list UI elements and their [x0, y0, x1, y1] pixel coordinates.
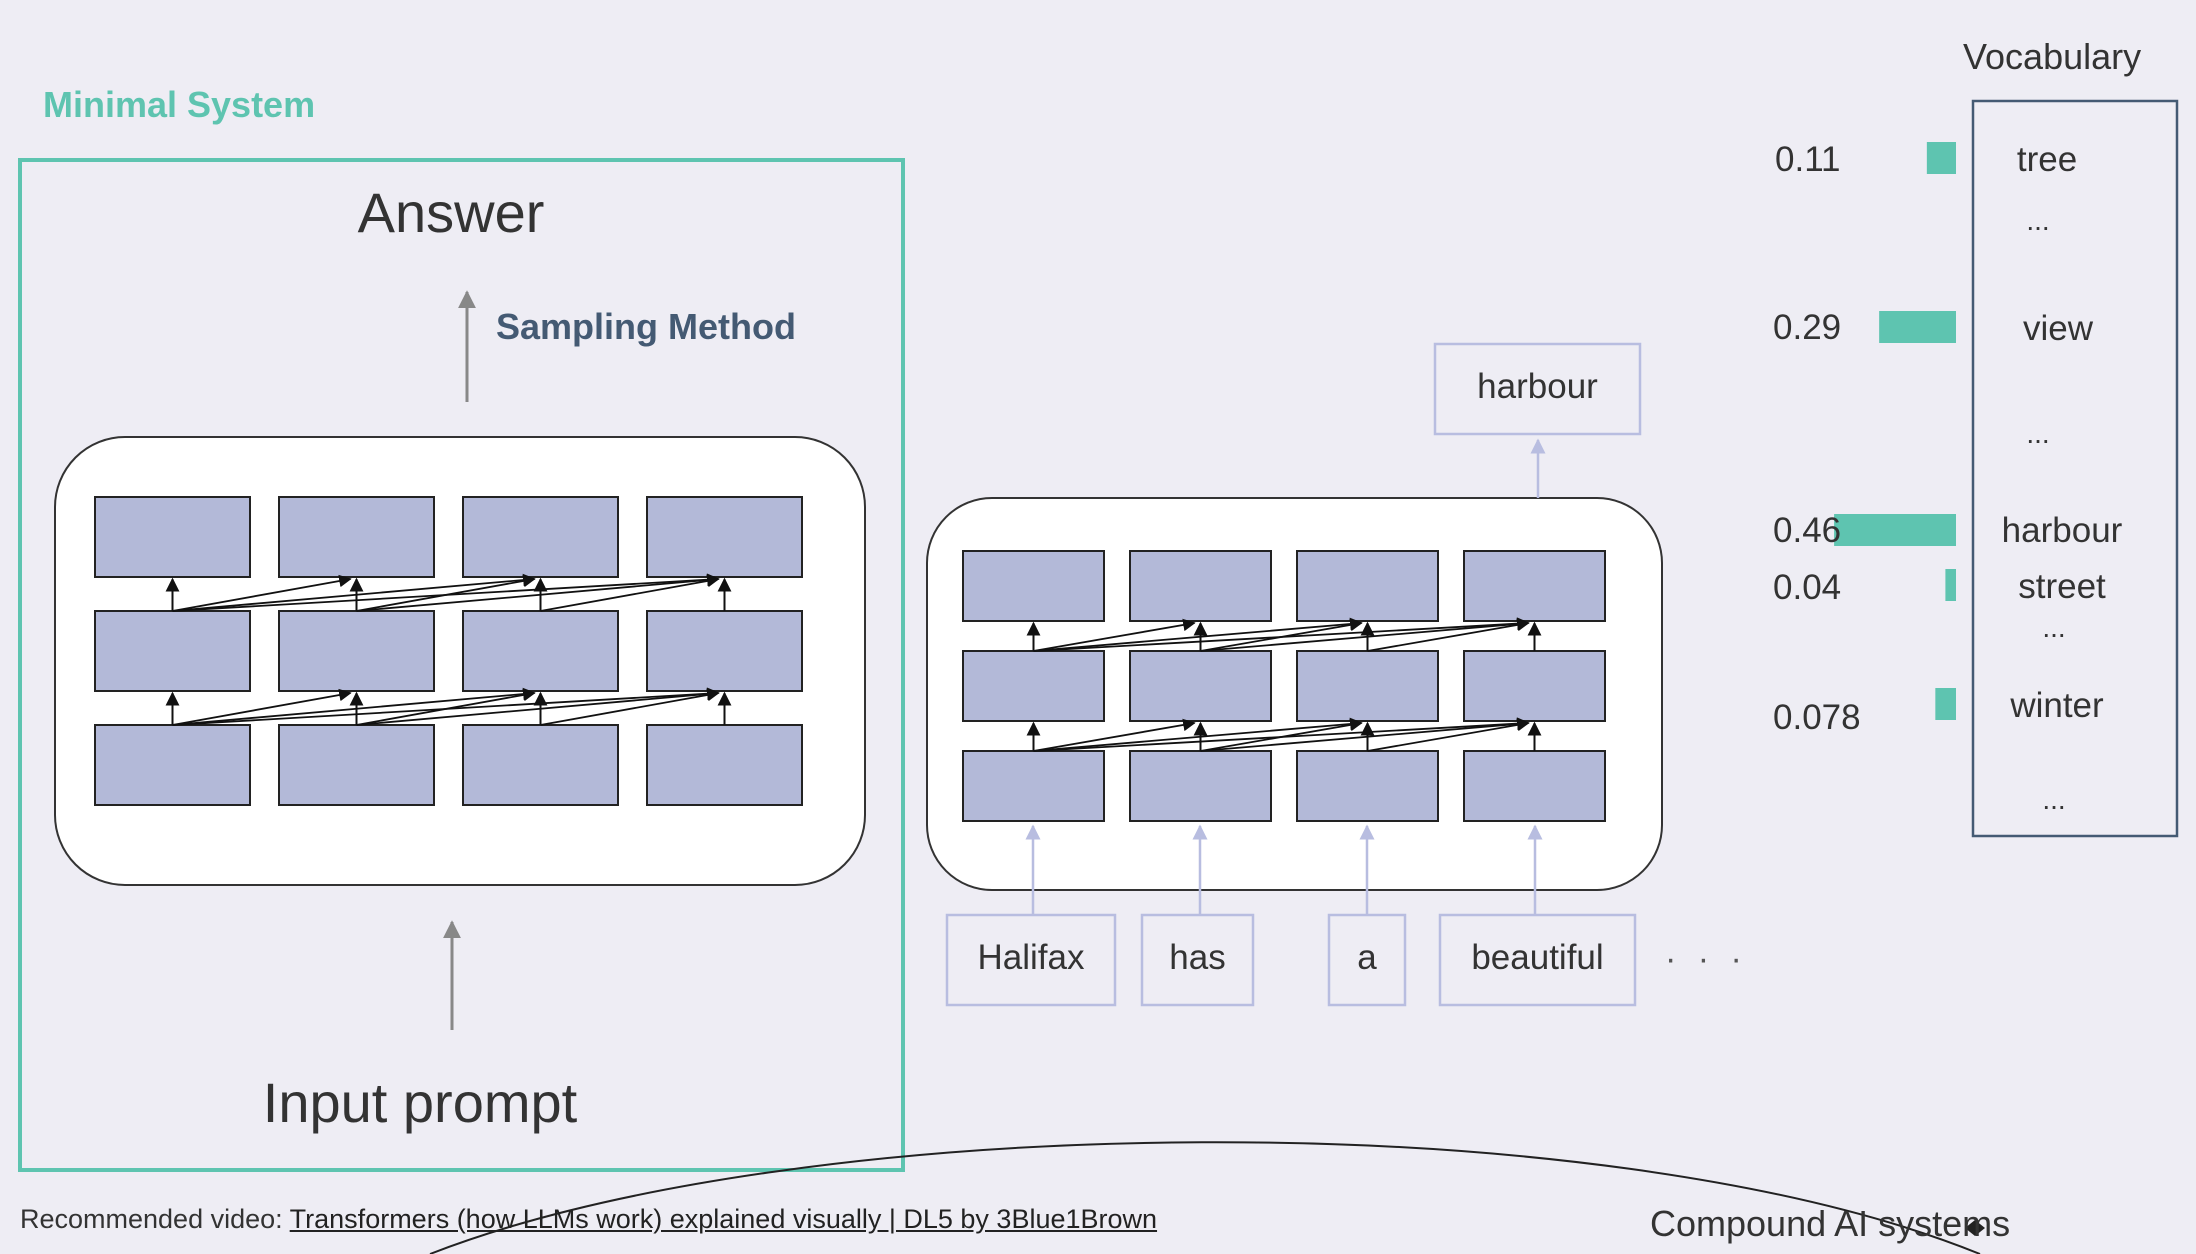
probability-tree: 0.11 [1775, 140, 1841, 179]
compound-ai-label: Compound AI systems [1650, 1203, 2011, 1244]
probability-bar-view [1879, 311, 1956, 343]
small-attention-arrow [1033, 617, 1363, 652]
large-block-r1-c4 [646, 496, 803, 578]
input-token-box-4 [1438, 913, 1637, 1007]
vocab-word-winter: winter [2010, 686, 2104, 725]
small-attention-arrow [1033, 617, 1530, 652]
probability-bar-harbour [1834, 514, 1956, 546]
small-block-r1-c4 [1463, 550, 1606, 622]
transformer-blocks-small [962, 550, 1606, 822]
video-link[interactable]: Transformers (how LLMs work) explained v… [289, 1204, 1158, 1234]
probability-bar-winter [1935, 688, 1956, 720]
vocab-word-street: street [2018, 567, 2106, 606]
small-block-r2-c4 [1463, 650, 1606, 722]
large-attention-arrow [356, 687, 720, 726]
vocab-word-tree: tree [2016, 140, 2078, 179]
small-block-r3-c3 [1296, 750, 1439, 822]
probability-street: 0.04 [1773, 568, 1842, 607]
small-block-r3-c1 [962, 750, 1105, 822]
vocab-ellipsis-1: ... [2026, 205, 2050, 236]
small-attention-arrow [1367, 718, 1530, 752]
input-prompt-label: Input prompt [262, 1071, 578, 1134]
probability-bars [1834, 142, 1956, 720]
small-attention-arrow [1200, 717, 1530, 752]
large-block-r2-c3 [462, 610, 619, 692]
large-block-r2-c4 [646, 610, 803, 692]
large-attention-arrow [172, 688, 352, 726]
vocabulary-box [1971, 99, 2179, 838]
small-block-r3-c4 [1463, 750, 1606, 822]
input-token-box-2 [1140, 913, 1255, 1007]
sampling-method-label: Sampling Method [496, 306, 796, 347]
small-attention-arrow [1367, 618, 1530, 652]
large-block-r1-c2 [278, 496, 435, 578]
vocabulary-title: Vocabulary [1963, 36, 2142, 77]
large-attention-arrow [356, 573, 720, 612]
large-attention-arrow [172, 687, 720, 726]
vocab-ellipsis-4: ... [2042, 784, 2066, 815]
transformer-blocks-large [94, 496, 803, 806]
attention-arrows-large [165, 573, 732, 726]
large-attention-arrow [172, 573, 536, 612]
continuation-ellipsis: · · · [1665, 940, 1748, 978]
compound-arc-marker [1965, 1220, 1985, 1236]
attention-arrows-small [1026, 617, 1542, 752]
probability-winter: 0.078 [1773, 698, 1861, 737]
large-block-r3-c4 [646, 724, 803, 806]
input-token-a: a [1357, 938, 1377, 977]
input-token-beautiful: beautiful [1471, 938, 1604, 977]
small-block-r1-c1 [962, 550, 1105, 622]
large-block-r3-c2 [278, 724, 435, 806]
small-block-r3-c2 [1129, 750, 1272, 822]
answer-label: Answer [357, 181, 545, 244]
vocab-ellipsis-3: ... [2042, 612, 2066, 643]
large-block-r2-c1 [94, 610, 251, 692]
small-attention-arrow [1033, 717, 1530, 752]
probability-bar-tree [1926, 142, 1956, 174]
small-attention-arrow [1033, 718, 1196, 752]
probability-view: 0.29 [1773, 308, 1842, 347]
minimal-system-label: Minimal System [43, 84, 316, 125]
large-attention-arrow [540, 688, 720, 726]
input-token-has: has [1169, 938, 1226, 977]
small-attention-arrow [1033, 618, 1196, 652]
recommended-prefix: Recommended video: [20, 1204, 283, 1234]
small-attention-arrow [1200, 617, 1530, 652]
probability-harbour: 0.46 [1773, 511, 1842, 550]
large-attention-arrow [172, 573, 720, 612]
vocab-ellipsis-2: ... [2026, 418, 2050, 449]
small-block-r2-c3 [1296, 650, 1439, 722]
large-block-r3-c1 [94, 724, 251, 806]
probability-bar-street [1945, 569, 1956, 601]
vocab-word-view: view [2022, 309, 2094, 348]
large-attention-arrow [172, 687, 536, 726]
output-token-box [1433, 342, 1642, 436]
input-token-box-1 [945, 913, 1117, 1007]
large-block-r2-c2 [278, 610, 435, 692]
recommended-video: Recommended video: Transformers (how LLM… [20, 1204, 1157, 1235]
vocab-word-harbour: harbour [2001, 511, 2123, 550]
minimal-system-frame [18, 158, 905, 1172]
small-block-r2-c2 [1129, 650, 1272, 722]
large-attention-arrow [540, 574, 720, 612]
small-attention-arrow [1033, 717, 1363, 752]
small-block-r2-c1 [962, 650, 1105, 722]
large-block-r3-c3 [462, 724, 619, 806]
compound-arc [429, 1141, 1981, 1254]
large-attention-arrow [172, 574, 352, 612]
large-block-r1-c1 [94, 496, 251, 578]
input-token-boxes [945, 824, 1637, 1007]
large-block-r1-c3 [462, 496, 619, 578]
small-block-r1-c3 [1296, 550, 1439, 622]
small-block-r1-c2 [1129, 550, 1272, 622]
output-token-text: harbour [1477, 367, 1598, 406]
input-token-halifax: Halifax [977, 938, 1085, 977]
